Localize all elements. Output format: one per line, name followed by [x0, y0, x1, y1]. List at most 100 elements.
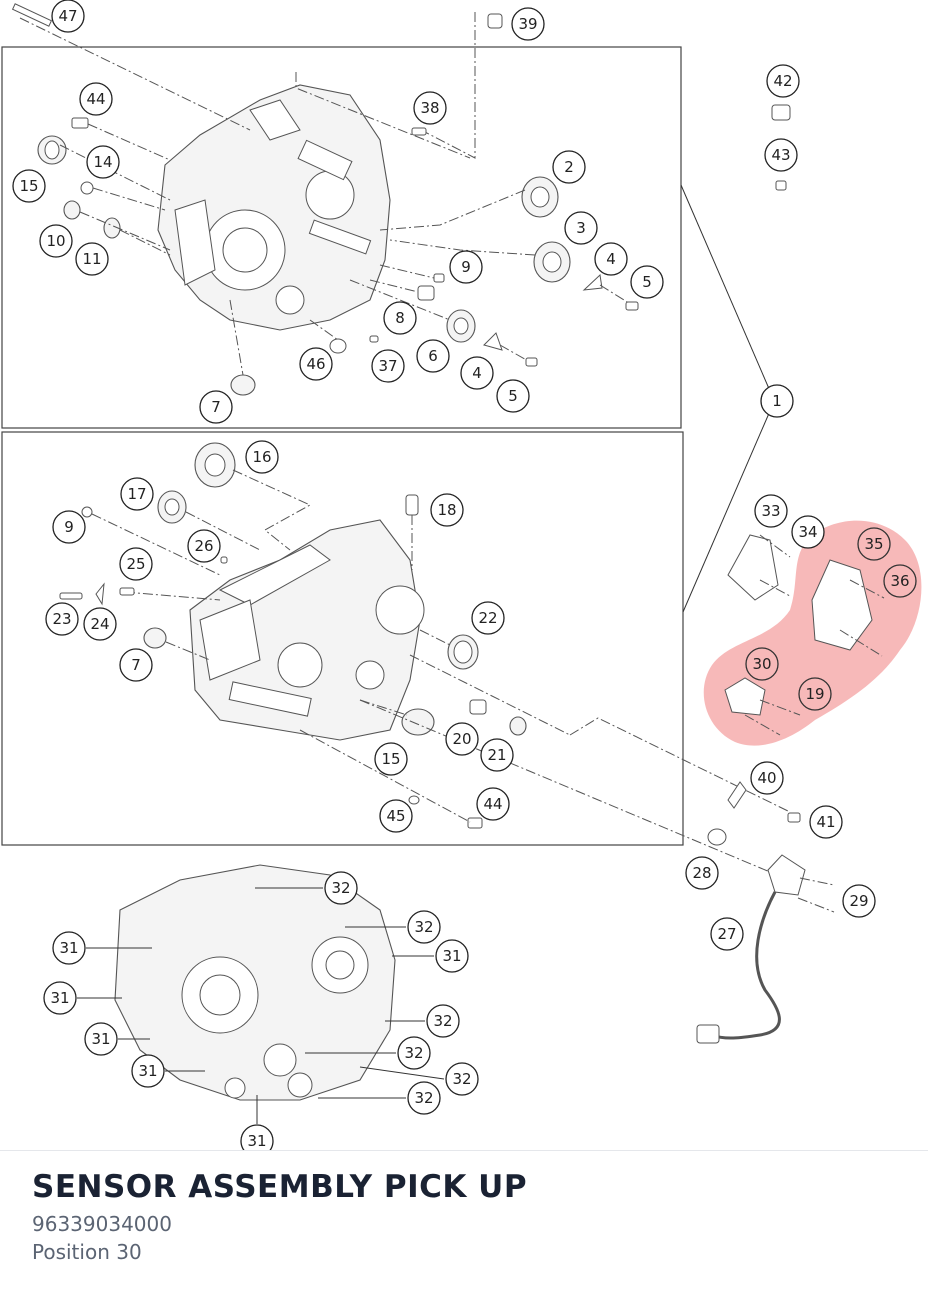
callout-number: 15 [381, 750, 400, 768]
callout-number: 5 [642, 273, 652, 291]
callout-31[interactable]: 31 [52, 931, 86, 965]
callout-number: 16 [252, 448, 271, 466]
callout-8[interactable]: 8 [383, 301, 417, 335]
callout-38[interactable]: 38 [413, 91, 447, 125]
callout-number: 31 [59, 939, 78, 957]
callout-circle [449, 250, 483, 284]
callout-7[interactable]: 7 [119, 648, 153, 682]
callout-circle [857, 527, 891, 561]
callout-circle [83, 607, 117, 641]
callout-5[interactable]: 5 [630, 265, 664, 299]
callout-circle [445, 1062, 479, 1096]
callout-circle [79, 82, 113, 116]
callout-5[interactable]: 5 [496, 379, 530, 413]
callout-40[interactable]: 40 [750, 761, 784, 795]
callout-number: 29 [849, 892, 868, 910]
callout-20[interactable]: 20 [445, 722, 479, 756]
callout-31[interactable]: 31 [84, 1022, 118, 1056]
callout-31[interactable]: 31 [131, 1054, 165, 1088]
callout-44[interactable]: 44 [79, 82, 113, 116]
callout-circle [52, 510, 86, 544]
callout-29[interactable]: 29 [842, 884, 876, 918]
callout-circle [245, 440, 279, 474]
callout-23[interactable]: 23 [45, 602, 79, 636]
callout-circle [45, 602, 79, 636]
callout-34[interactable]: 34 [791, 515, 825, 549]
callout-circle [426, 1004, 460, 1038]
callout-32[interactable]: 32 [445, 1062, 479, 1096]
callout-18[interactable]: 18 [430, 493, 464, 527]
callout-28[interactable]: 28 [685, 856, 719, 890]
callout-32[interactable]: 32 [324, 871, 358, 905]
callout-26[interactable]: 26 [187, 529, 221, 563]
callout-number: 32 [331, 879, 350, 897]
callout-39[interactable]: 39 [511, 7, 545, 41]
callout-number: 38 [420, 99, 439, 117]
callout-30[interactable]: 30 [745, 647, 779, 681]
callout-circle [471, 601, 505, 635]
callout-43[interactable]: 43 [764, 138, 798, 172]
callout-32[interactable]: 32 [407, 910, 441, 944]
callout-number: 2 [564, 158, 574, 176]
callout-10[interactable]: 10 [39, 224, 73, 258]
callout-4[interactable]: 4 [594, 242, 628, 276]
callout-36[interactable]: 36 [883, 564, 917, 598]
upper-small-parts [11, 3, 791, 396]
part-position: Position 30 [32, 1240, 142, 1264]
callout-number: 17 [127, 485, 146, 503]
callout-37[interactable]: 37 [371, 349, 405, 383]
callout-9[interactable]: 9 [449, 250, 483, 284]
callout-6[interactable]: 6 [416, 339, 450, 373]
callout-circle [460, 356, 494, 390]
callout-35[interactable]: 35 [857, 527, 891, 561]
callout-15[interactable]: 15 [374, 742, 408, 776]
callout-14[interactable]: 14 [86, 145, 120, 179]
callout-2[interactable]: 2 [552, 150, 586, 184]
callout-number: 31 [138, 1062, 157, 1080]
callout-circle [511, 7, 545, 41]
callout-circle [766, 64, 800, 98]
callout-circle [383, 301, 417, 335]
callout-31[interactable]: 31 [435, 939, 469, 973]
callout-number: 24 [90, 615, 109, 633]
callout-4[interactable]: 4 [460, 356, 494, 390]
callout-31[interactable]: 31 [240, 1124, 274, 1150]
callout-circle [745, 647, 779, 681]
callout-42[interactable]: 42 [766, 64, 800, 98]
callout-number: 47 [58, 7, 77, 25]
callout-22[interactable]: 22 [471, 601, 505, 635]
callout-number: 44 [483, 795, 502, 813]
callout-32[interactable]: 32 [397, 1036, 431, 1070]
callout-15[interactable]: 15 [12, 169, 46, 203]
callout-3[interactable]: 3 [564, 211, 598, 245]
callout-17[interactable]: 17 [120, 477, 154, 511]
callout-21[interactable]: 21 [480, 738, 514, 772]
callout-circle [798, 677, 832, 711]
callout-32[interactable]: 32 [407, 1081, 441, 1115]
callout-1[interactable]: 1 [760, 384, 794, 418]
callout-11[interactable]: 11 [75, 242, 109, 276]
callout-16[interactable]: 16 [245, 440, 279, 474]
callout-number: 28 [692, 864, 711, 882]
callout-7[interactable]: 7 [199, 390, 233, 424]
callout-47[interactable]: 47 [51, 0, 85, 33]
callout-45[interactable]: 45 [379, 799, 413, 833]
callout-32[interactable]: 32 [426, 1004, 460, 1038]
callout-41[interactable]: 41 [809, 805, 843, 839]
callout-33[interactable]: 33 [754, 494, 788, 528]
callout-number: 32 [404, 1044, 423, 1062]
callout-46[interactable]: 46 [299, 347, 333, 381]
callout-circle [187, 529, 221, 563]
callout-circle [131, 1054, 165, 1088]
callout-31[interactable]: 31 [43, 981, 77, 1015]
callout-circle [407, 910, 441, 944]
callout-19[interactable]: 19 [798, 677, 832, 711]
callout-44[interactable]: 44 [476, 787, 510, 821]
callout-number: 9 [461, 258, 471, 276]
callout-24[interactable]: 24 [83, 607, 117, 641]
callout-25[interactable]: 25 [119, 547, 153, 581]
callout-circle [51, 0, 85, 33]
callout-27[interactable]: 27 [710, 917, 744, 951]
callout-9[interactable]: 9 [52, 510, 86, 544]
